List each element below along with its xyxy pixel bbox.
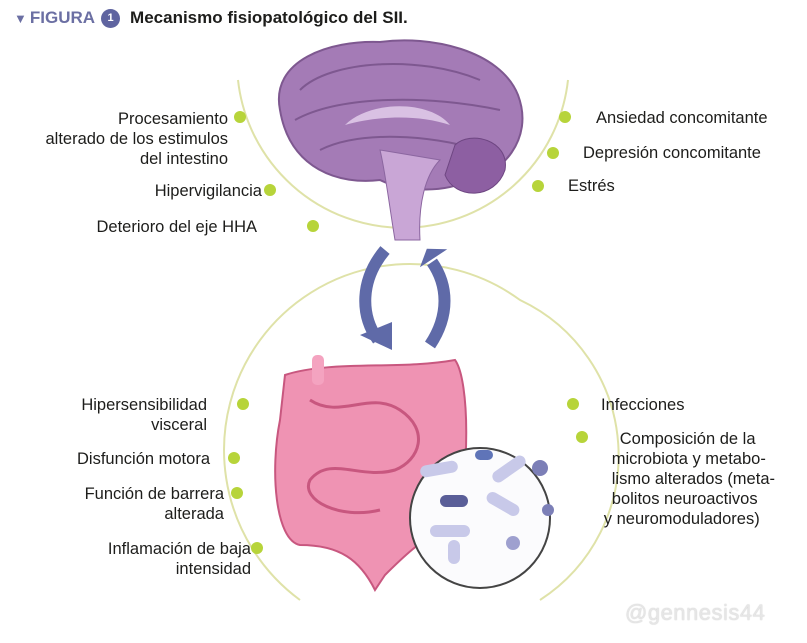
label-motor-dysfunction: Disfunción motora bbox=[77, 450, 210, 468]
figure-number-badge: 1 bbox=[101, 8, 121, 28]
figure-label: FIGURA bbox=[29, 8, 96, 27]
label-barrier-function: Función de barrera alterada bbox=[85, 484, 224, 524]
label-line: y neuromoduladores) bbox=[603, 510, 760, 528]
label-line: Hipersensibilidad bbox=[81, 396, 207, 414]
figure-header: ▼FIGURA 1 Mecanismo fisiopatológico del … bbox=[14, 8, 408, 28]
label-low-grade-inflammation: Inflamación de baja intensidad bbox=[108, 539, 251, 579]
brain-illustration bbox=[277, 39, 524, 241]
watermark: @gennesis44 bbox=[625, 600, 766, 625]
label-line: bolitos neuroactivos bbox=[611, 490, 758, 508]
label-stress: Estrés bbox=[568, 177, 615, 195]
label-line: Inflamación de baja bbox=[107, 540, 251, 558]
label-depression: Depresión concomitante bbox=[583, 144, 761, 162]
label-line: lismo alterados (meta- bbox=[611, 470, 775, 488]
label-hpa-axis: Deterioro del eje HHA bbox=[96, 218, 258, 236]
label-line: visceral bbox=[151, 416, 207, 434]
figure-title: Mecanismo fisiopatológico del SII. bbox=[130, 8, 408, 27]
label-microbiota: Composición de la microbiota y metabo- l… bbox=[604, 429, 775, 529]
label-line: microbiota y metabo- bbox=[611, 450, 766, 468]
label-visceral-hypersensitivity: Hipersensibilidad visceral bbox=[81, 395, 207, 435]
label-infections: Infecciones bbox=[601, 396, 685, 414]
label-line: del intestino bbox=[139, 150, 228, 168]
label-hypervigilance: Hipervigilancia bbox=[154, 182, 262, 200]
bullet-dots bbox=[228, 111, 588, 554]
label-line: Composición de la bbox=[619, 430, 756, 448]
triangle-down-icon: ▼ bbox=[14, 10, 27, 26]
microbiota-illustration bbox=[409, 447, 554, 589]
label-line: intensidad bbox=[175, 560, 251, 578]
label-anxiety: Ansiedad concomitante bbox=[596, 109, 768, 127]
label-line: alterada bbox=[164, 505, 224, 523]
label-line: Función de barrera bbox=[84, 485, 224, 503]
label-line: alterado de los estimulos bbox=[45, 130, 228, 148]
label-processing: Procesamiento alterado de los estimulos … bbox=[45, 109, 228, 169]
label-line: Procesamiento bbox=[117, 110, 228, 128]
arrow-up bbox=[424, 258, 451, 349]
